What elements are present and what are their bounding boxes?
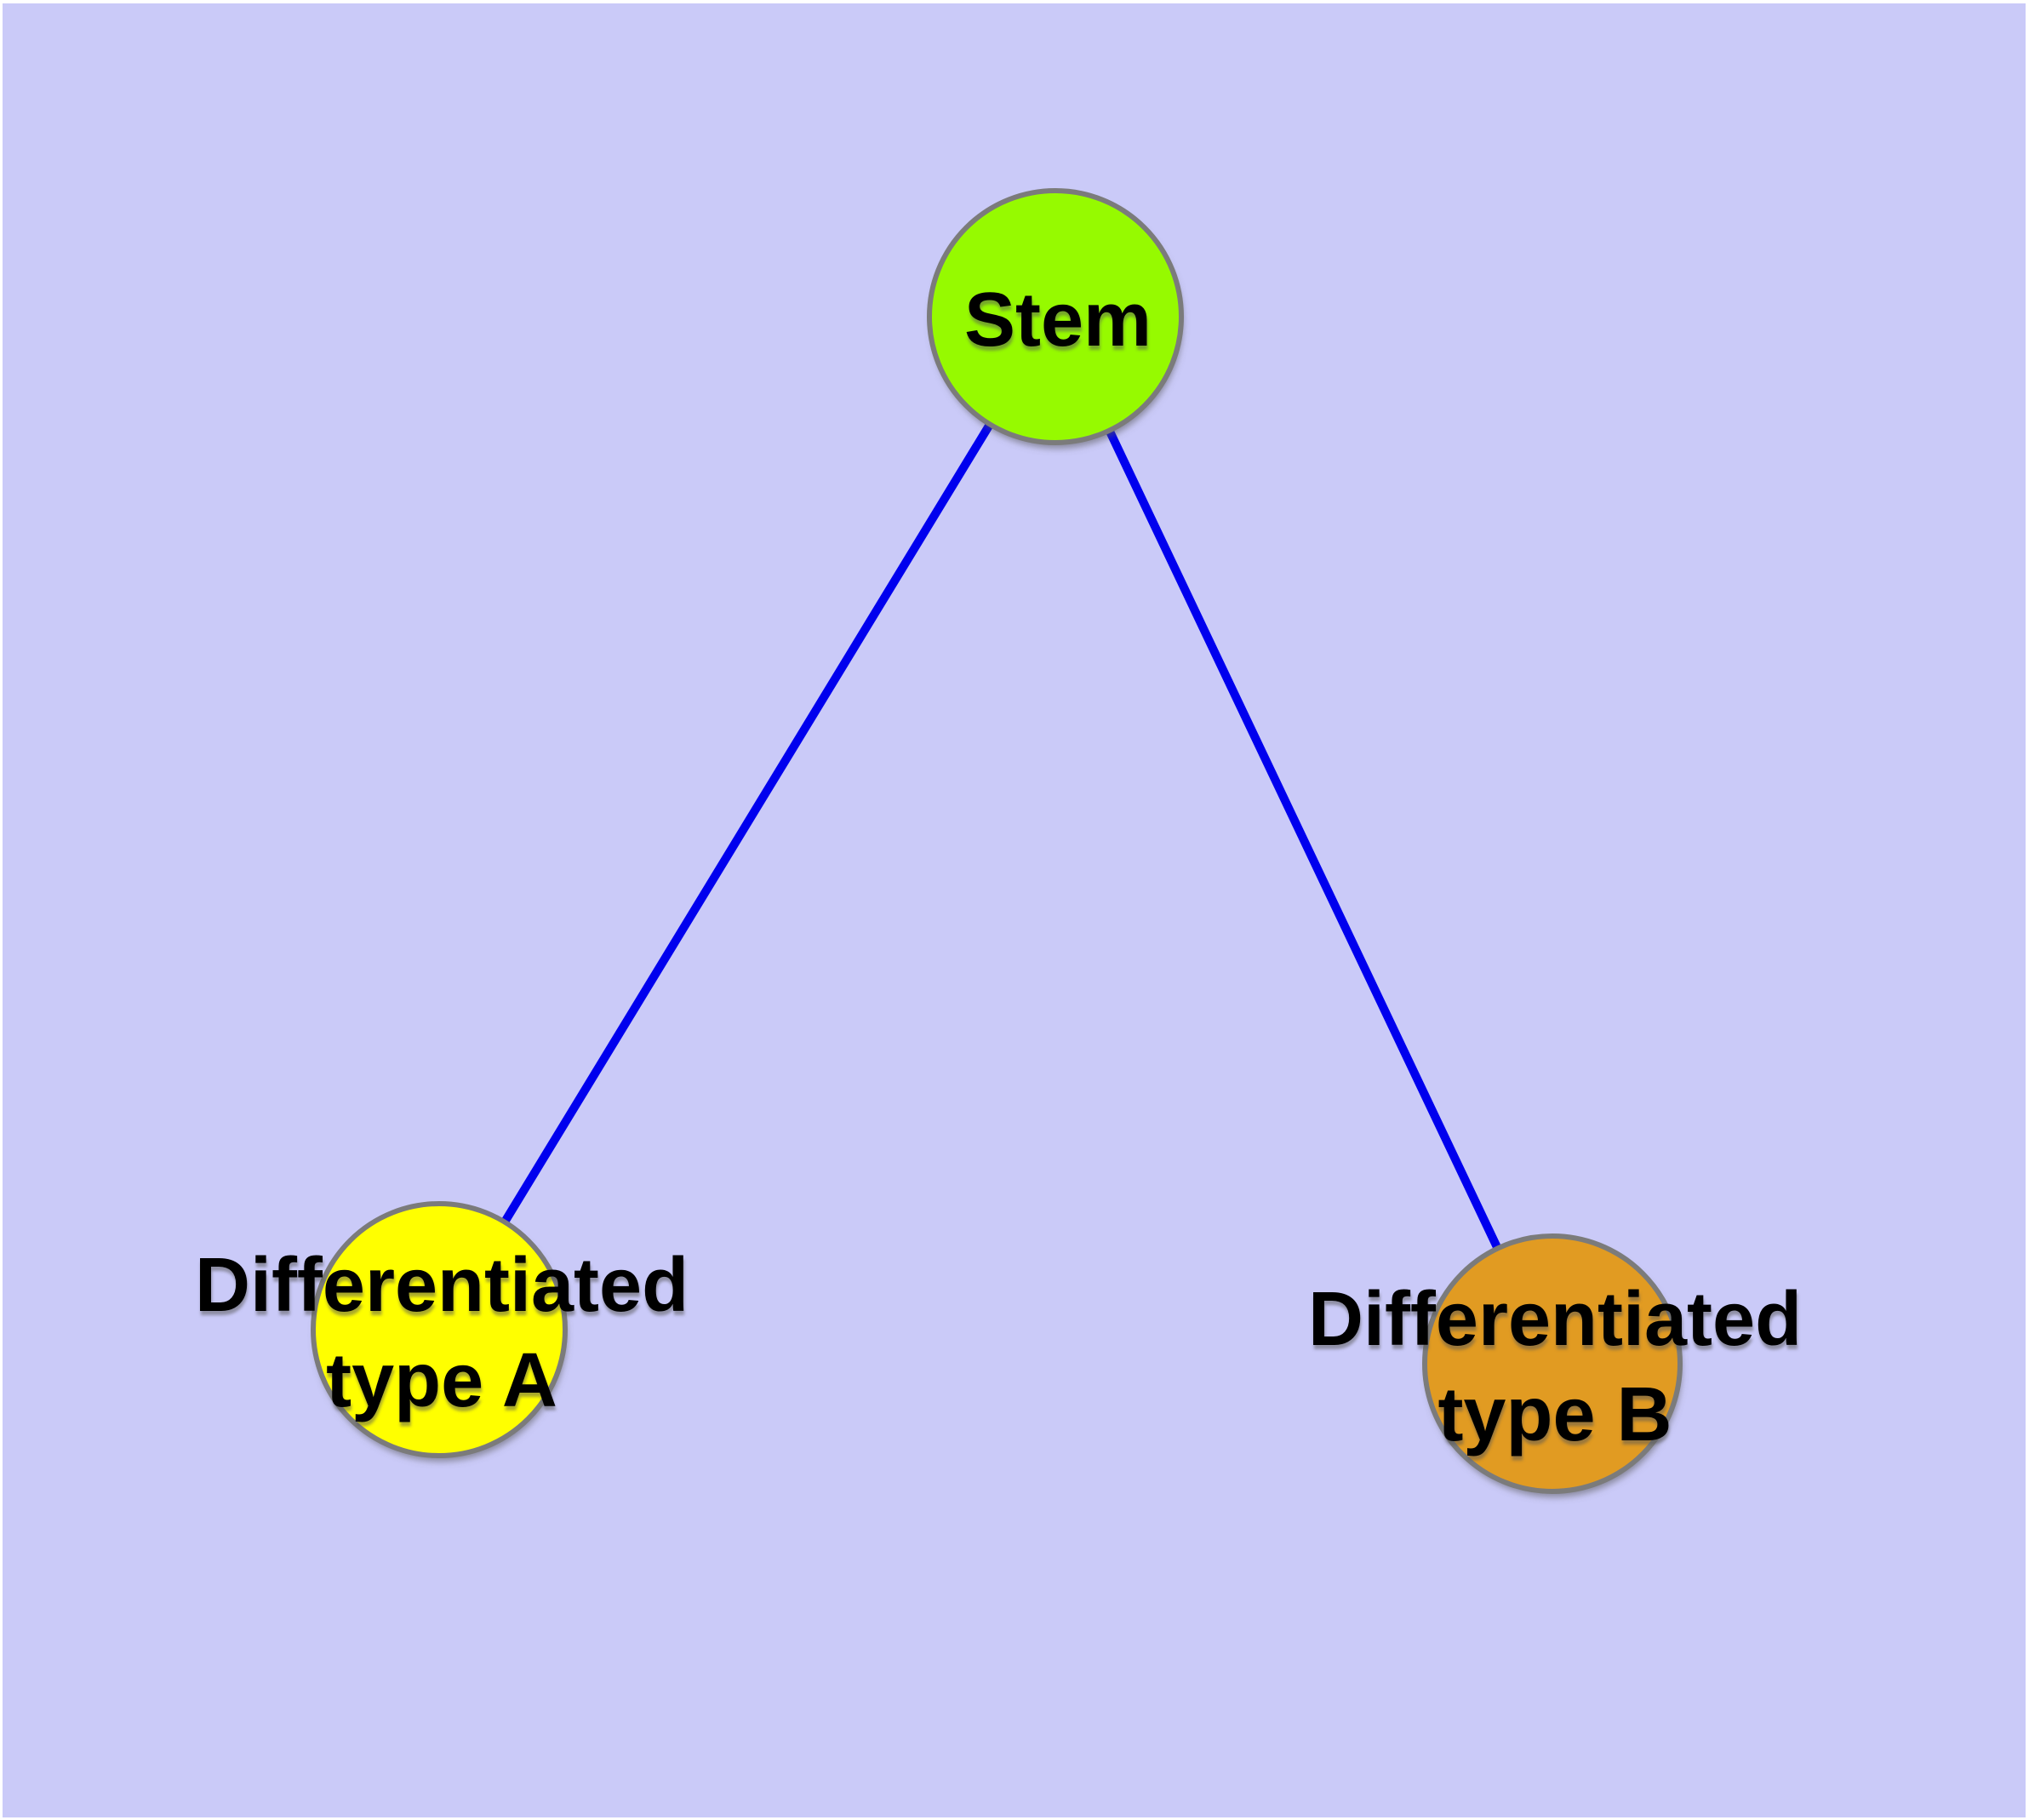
node-type-b-border <box>1422 1233 1683 1494</box>
node-label-stem-line1: Stem <box>963 278 1152 363</box>
node-label-type-a-line2: type A <box>326 1338 557 1423</box>
node-type-a-circle <box>313 1204 565 1456</box>
node-label-type-a-line1: Differentiated <box>194 1243 689 1328</box>
node-border-group <box>311 188 1683 1494</box>
edge-stem-to-type-b <box>1051 312 1557 1368</box>
diagram-canvas: Stem Differentiated type A Differentiate… <box>3 3 2026 1817</box>
node-label-differentiated-type-b: Differentiated type B <box>1308 1272 1802 1462</box>
node-type-a-border <box>311 1201 568 1458</box>
node-stem-circle <box>929 191 1181 443</box>
node-group <box>313 191 1680 1491</box>
node-label-type-b-line2: type B <box>1437 1372 1672 1457</box>
edge-stem-to-type-a <box>435 312 1060 1334</box>
node-label-differentiated-type-a: Differentiated type A <box>195 1238 689 1428</box>
node-label-stem: Stem <box>964 272 1152 368</box>
graph-svg <box>311 188 1683 1494</box>
node-stem-border <box>927 188 1184 445</box>
node-type-b-circle <box>1425 1236 1680 1491</box>
node-label-type-b-line1: Differentiated <box>1307 1277 1803 1362</box>
